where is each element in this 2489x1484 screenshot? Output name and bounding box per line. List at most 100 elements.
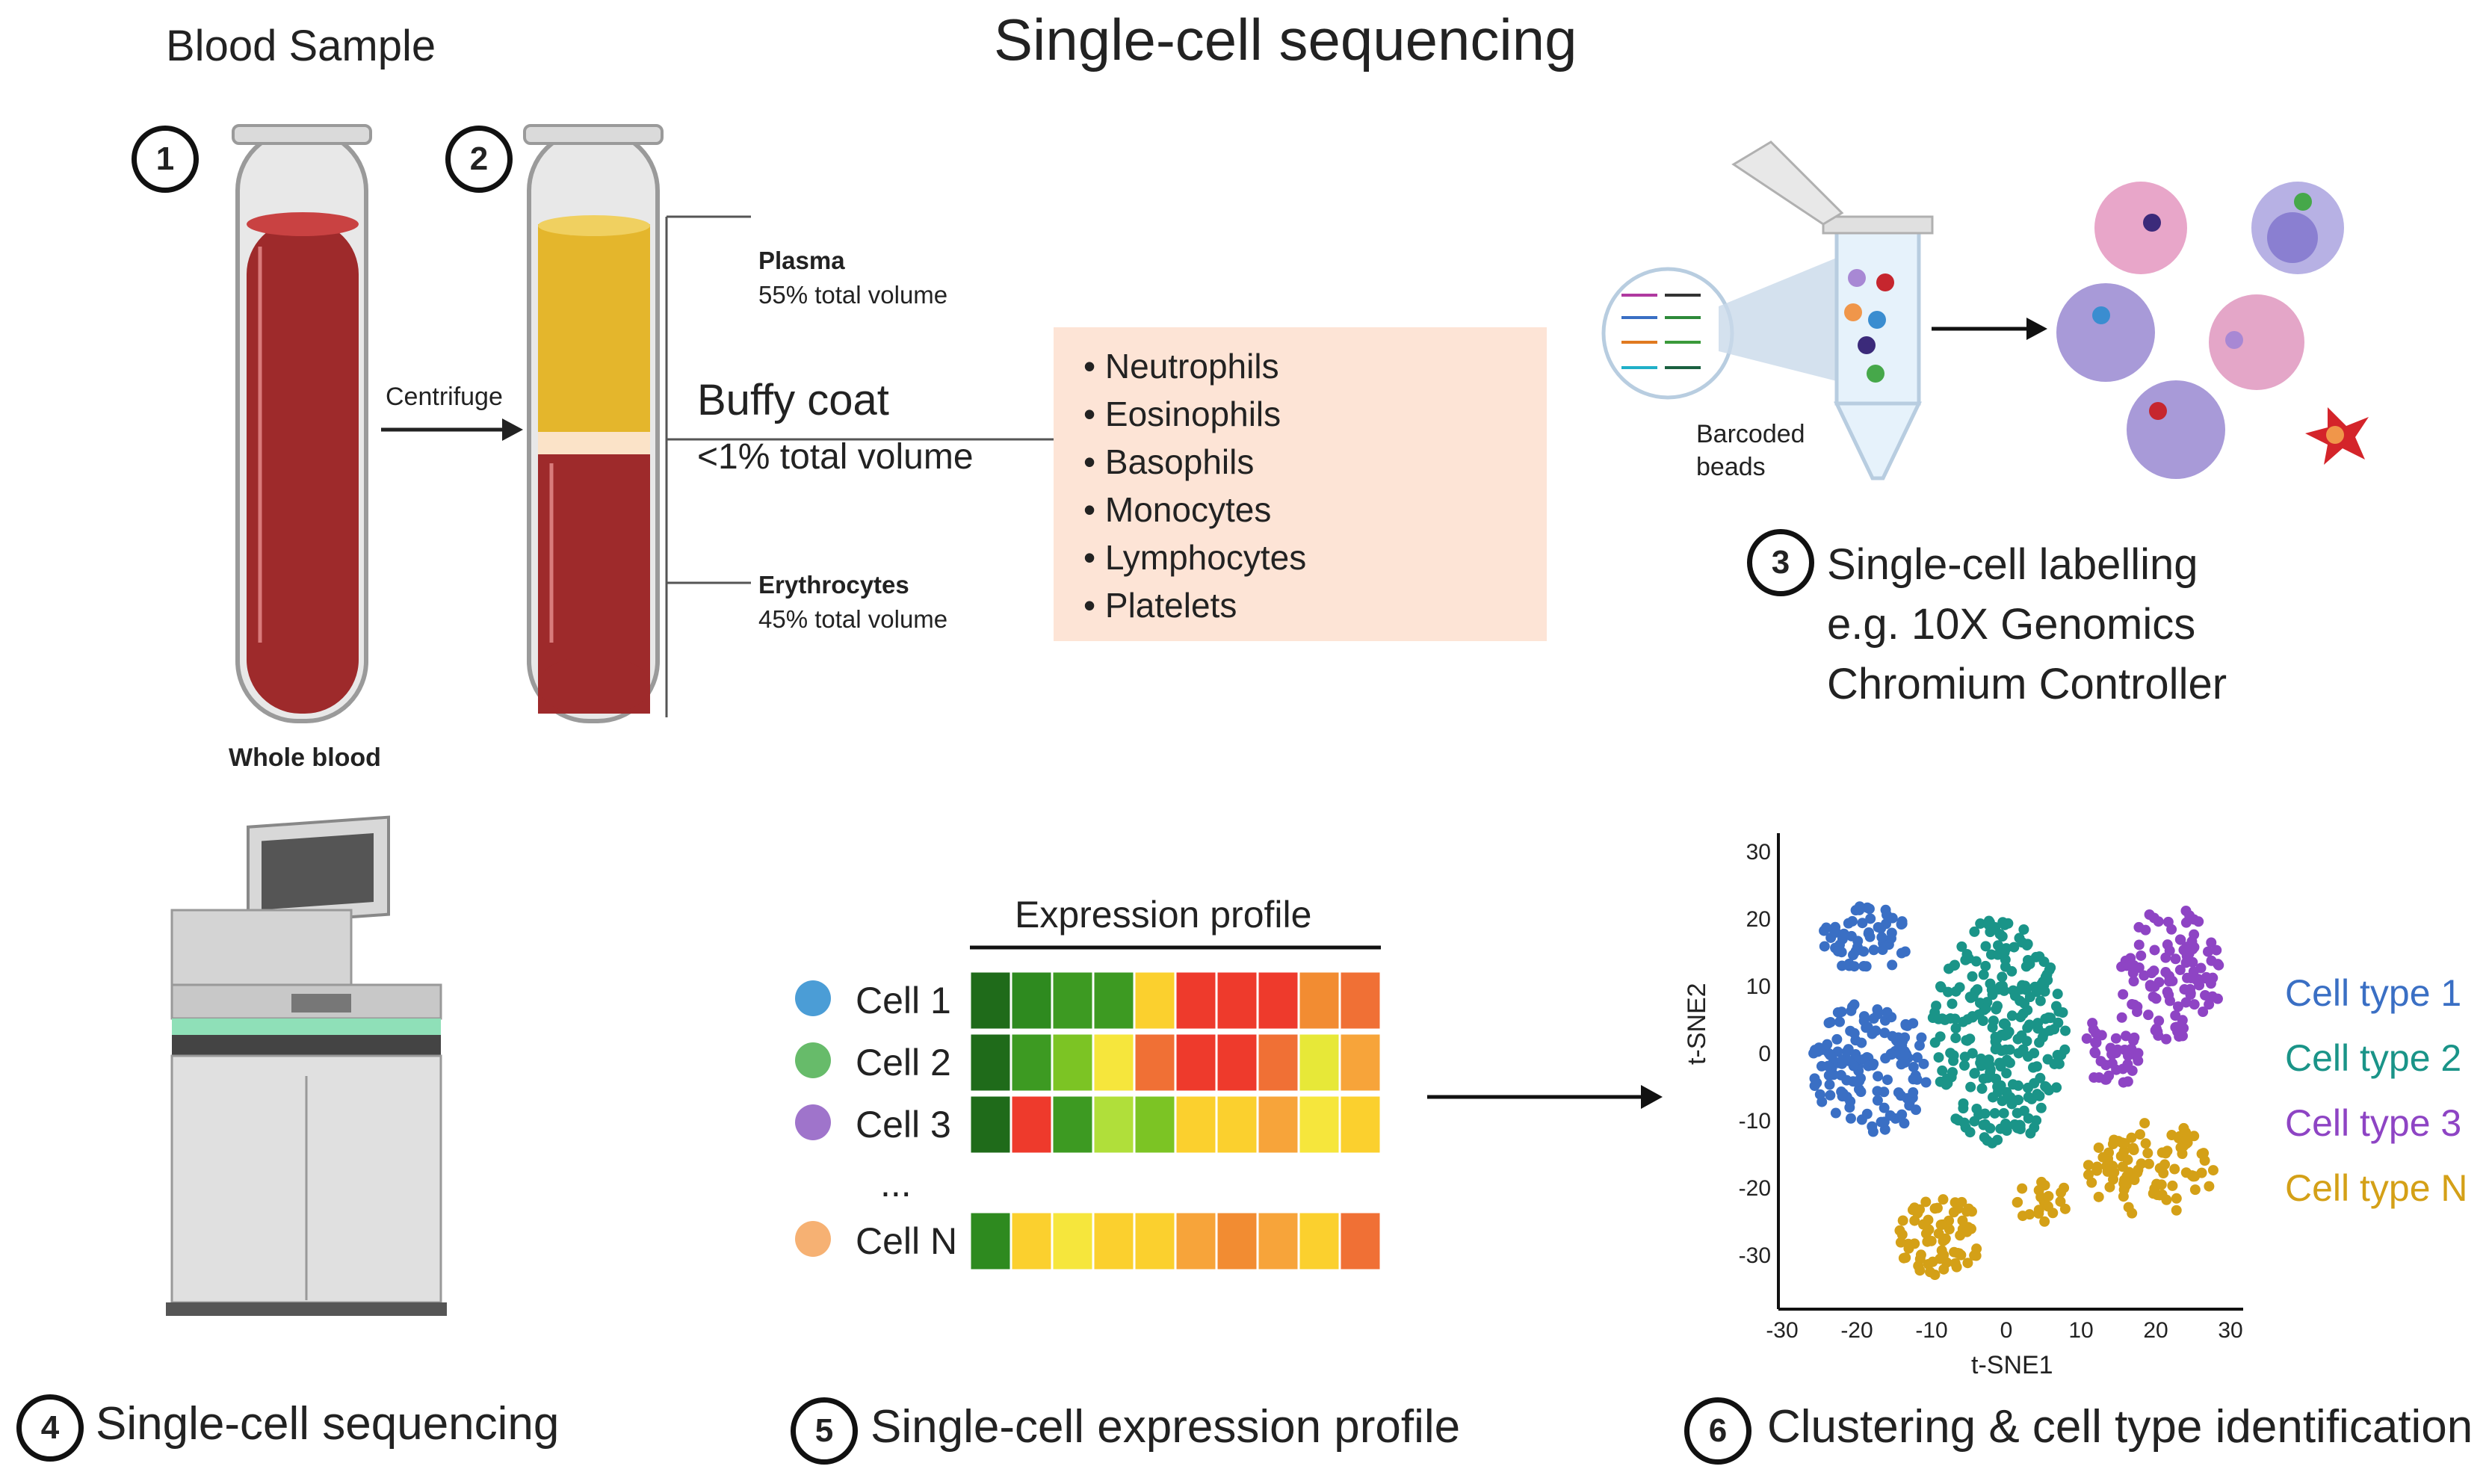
tsne-point bbox=[1920, 1196, 1932, 1208]
tsne-point bbox=[2057, 1007, 2068, 1018]
tsne-point bbox=[2161, 1033, 2172, 1045]
tsne-point bbox=[1846, 915, 1858, 927]
list-item: Neutrophils bbox=[1083, 342, 1306, 390]
tsne-point bbox=[2001, 1086, 2012, 1098]
tsne-point bbox=[1822, 1039, 1833, 1050]
tsne-point bbox=[2083, 1160, 2094, 1171]
tsne-point bbox=[2213, 959, 2224, 970]
tsne-point bbox=[1993, 940, 2004, 951]
tsne-point bbox=[2121, 1030, 2132, 1042]
buffy-coat-volume: <1% total volume bbox=[697, 437, 974, 477]
tsne-point bbox=[2015, 1012, 2026, 1023]
tsne-point bbox=[1957, 1215, 1968, 1226]
tsne-point bbox=[2198, 1148, 2210, 1159]
tsne-point bbox=[2027, 1062, 2038, 1073]
step-1-badge: 1 bbox=[132, 126, 199, 193]
tsne-x-tick: 20 bbox=[2143, 1318, 2168, 1343]
heatmap-cell bbox=[1174, 1032, 1218, 1093]
tsne-point bbox=[1868, 944, 1879, 956]
tsne-point bbox=[1982, 1135, 1993, 1146]
tsne-point bbox=[2059, 1025, 2071, 1036]
tsne-point bbox=[1812, 1046, 1823, 1057]
tsne-point bbox=[2186, 972, 2197, 983]
tsne-point bbox=[2193, 916, 2204, 927]
tsne-point bbox=[1929, 1037, 1941, 1048]
tsne-point bbox=[2133, 962, 2145, 973]
tsne-point bbox=[2139, 1118, 2151, 1129]
heatmap-cell bbox=[968, 1211, 1012, 1272]
tsne-point bbox=[1927, 1256, 1938, 1267]
heatmap-cell bbox=[1297, 1032, 1341, 1093]
heatmap-cell bbox=[1051, 970, 1095, 1031]
tsne-point bbox=[2002, 1029, 2013, 1040]
tsne-y-tick: -10 bbox=[1739, 1109, 1771, 1134]
tsne-point bbox=[1896, 1059, 1907, 1070]
tsne-point bbox=[2094, 1072, 2105, 1083]
tsne-point bbox=[2037, 1032, 2048, 1043]
tsne-point bbox=[1920, 1228, 1932, 1239]
tsne-point bbox=[1855, 1086, 1867, 1098]
tsne-point bbox=[1975, 918, 1986, 930]
tsne-point bbox=[1849, 961, 1860, 972]
tsne-point bbox=[1873, 921, 1884, 933]
heatmap-cell bbox=[1297, 1094, 1341, 1155]
cell-dot-icon bbox=[795, 1221, 831, 1257]
tsne-point bbox=[1903, 1243, 1914, 1254]
tsne-point bbox=[2206, 937, 2217, 948]
heatmap-cell bbox=[1215, 1094, 1259, 1155]
page-title: Single-cell sequencing bbox=[994, 7, 1577, 72]
buffy-coat-label: Buffy coat bbox=[697, 376, 889, 424]
tsne-point bbox=[2202, 946, 2213, 957]
tsne-point bbox=[1867, 1028, 1878, 1039]
tsne-point bbox=[1894, 1050, 1905, 1061]
heatmap-cell bbox=[1338, 970, 1382, 1031]
tsne-point bbox=[1994, 983, 2005, 995]
tsne-point bbox=[2162, 1146, 2173, 1157]
tsne-point bbox=[2035, 995, 2046, 1007]
tsne-point bbox=[2189, 942, 2200, 953]
tsne-point bbox=[2132, 1001, 2143, 1012]
tsne-point bbox=[2125, 953, 2136, 964]
tsne-point bbox=[2133, 1048, 2144, 1059]
tsne-point bbox=[1849, 1027, 1860, 1039]
tsne-point bbox=[1845, 1113, 1856, 1124]
tsne-point bbox=[2170, 953, 2181, 965]
tsne-y-tick: -30 bbox=[1739, 1243, 1771, 1268]
heatmap-cell bbox=[968, 970, 1012, 1031]
tsne-point bbox=[1825, 1089, 1836, 1101]
tsne-point bbox=[2015, 1119, 2026, 1131]
tsne-point bbox=[1896, 1109, 1908, 1120]
tsne-scatter bbox=[1808, 901, 2224, 1281]
step-6-badge: 6 bbox=[1684, 1397, 1751, 1465]
step-3-badge: 3 bbox=[1747, 529, 1814, 596]
tsne-point bbox=[1887, 959, 1898, 971]
tsne-point bbox=[1949, 1246, 1960, 1258]
tsne-point bbox=[1979, 1119, 1991, 1130]
tsne-point bbox=[1950, 986, 1961, 997]
tsne-point bbox=[1918, 1058, 1929, 1069]
tsne-point bbox=[2200, 989, 2211, 1001]
heatmap-cell bbox=[1256, 1032, 1300, 1093]
tsne-point bbox=[1976, 1083, 1988, 1094]
tsne-point bbox=[2149, 944, 2160, 956]
tsne-point bbox=[1955, 1230, 1966, 1241]
tsne-point bbox=[1922, 1236, 1933, 1247]
tsne-point bbox=[2170, 1021, 2181, 1033]
tsne-point bbox=[2023, 1092, 2034, 1103]
tsne-point bbox=[2018, 924, 2029, 935]
tsne-point bbox=[2129, 1175, 2140, 1186]
erythrocytes-label: Erythrocytes bbox=[758, 571, 909, 599]
tsne-point bbox=[2178, 944, 2189, 956]
heatmap-cell bbox=[1009, 970, 1054, 1031]
tsne-point bbox=[1841, 1046, 1852, 1057]
tsne-point bbox=[1809, 1073, 1820, 1084]
tsne-point bbox=[2007, 1079, 2018, 1090]
tsne-point bbox=[2172, 1001, 2183, 1012]
tsne-point bbox=[1909, 1215, 1920, 1226]
heatmap-cell bbox=[1092, 1094, 1136, 1155]
tsne-point bbox=[1911, 1074, 1923, 1085]
tsne-point bbox=[1854, 901, 1865, 912]
tsne-point bbox=[1998, 1107, 2009, 1119]
tsne-point bbox=[2166, 1130, 2177, 1141]
tsne-point bbox=[1823, 1070, 1834, 1081]
